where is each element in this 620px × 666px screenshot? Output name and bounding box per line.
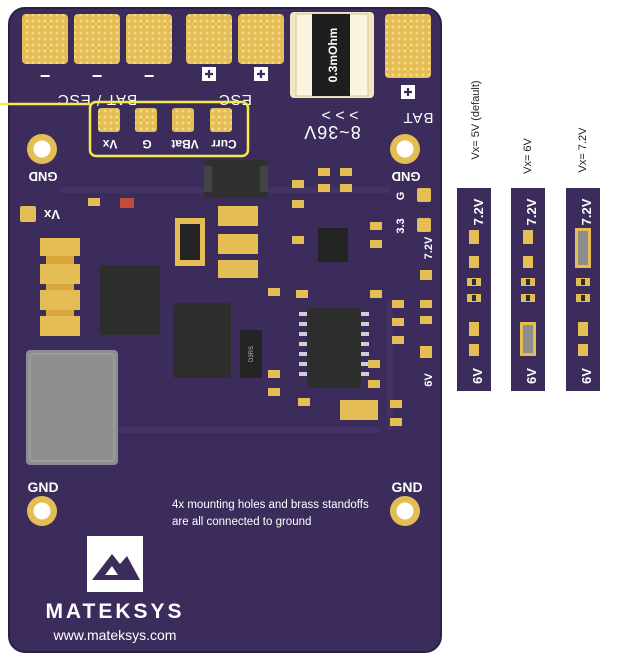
header-pad-curr bbox=[210, 108, 232, 132]
website: www.mateksys.com bbox=[53, 627, 177, 643]
header-pad-g bbox=[135, 108, 157, 132]
bat-esc-label: BAT / ESC bbox=[57, 91, 137, 108]
header-vx-label: Vx bbox=[102, 137, 117, 151]
mounting-note-line1: 4x mounting holes and brass standoffs bbox=[172, 499, 369, 511]
shunt-value: 0.3mOhm bbox=[326, 28, 340, 83]
jumper-panel-5v: Vx= 5V (default) 7.2V 6V bbox=[457, 80, 491, 391]
inductor-small bbox=[204, 160, 268, 198]
jumper-top-label: 7.2V bbox=[579, 198, 594, 225]
jumper-panel-72v: Vx= 7.2V 7.2V 6V bbox=[566, 127, 600, 391]
plus-icon bbox=[401, 85, 415, 99]
jumper-bottom-label: 6V bbox=[579, 368, 594, 384]
jumper-top-label: 7.2V bbox=[471, 198, 486, 225]
gnd-label: GND bbox=[391, 479, 422, 495]
pad-esc-plus-2 bbox=[238, 14, 284, 64]
g-right-label: G bbox=[395, 192, 407, 201]
header-vbat-label: VBat bbox=[171, 137, 198, 151]
jumper-caption: Vx= 7.2V bbox=[577, 127, 589, 173]
bat-label: BAT bbox=[402, 109, 433, 126]
brand-name: MATEKSYS bbox=[45, 600, 184, 623]
pad-bat-esc-minus-2 bbox=[74, 14, 120, 64]
direction-arrows: > > > bbox=[322, 106, 359, 123]
pad-bat-esc-minus-3 bbox=[126, 14, 172, 64]
capacitor bbox=[340, 400, 378, 420]
capacitor-pair bbox=[218, 206, 258, 278]
pad-esc-plus-1 bbox=[186, 14, 232, 64]
vx-side-label: Vx bbox=[43, 207, 60, 222]
power-inductor bbox=[26, 350, 118, 465]
jumper-caption: Vx= 5V (default) bbox=[470, 80, 482, 159]
v33-pad bbox=[417, 218, 431, 232]
diode bbox=[240, 330, 262, 378]
jumper-bottom-label: 6V bbox=[524, 368, 539, 384]
ic-pins bbox=[299, 312, 369, 376]
minus-sign: − bbox=[144, 66, 155, 86]
led bbox=[120, 198, 134, 208]
passive-components bbox=[88, 168, 404, 426]
minus-sign: − bbox=[40, 66, 51, 86]
pad-bat-plus bbox=[385, 14, 431, 78]
gnd-label: GND bbox=[29, 169, 58, 184]
mounting-hole bbox=[390, 134, 420, 164]
signal-header: Vx G VBat Curr bbox=[88, 100, 250, 158]
small-ic bbox=[318, 228, 348, 262]
mosfet-chip bbox=[100, 265, 160, 335]
esc-label: ESC bbox=[218, 91, 252, 108]
mounting-hole bbox=[27, 134, 57, 164]
pad-bat-esc-minus-1 bbox=[22, 14, 68, 64]
vx-solder-pad bbox=[20, 206, 36, 222]
plus-icon bbox=[254, 67, 268, 81]
mounting-hole bbox=[27, 496, 57, 526]
jumper-bottom-label: 6V bbox=[470, 368, 485, 384]
mountain-icon bbox=[92, 554, 140, 580]
v33-label: 3.3 bbox=[395, 218, 407, 233]
mateksys-logo bbox=[87, 536, 143, 592]
main-ic bbox=[307, 308, 361, 388]
mounting-note-line2: are all connected to ground bbox=[172, 516, 311, 528]
header-g-label: G bbox=[142, 137, 151, 151]
mosfet-chip bbox=[173, 303, 231, 378]
jumper-top-label: 7.2V bbox=[524, 198, 539, 225]
g-pad bbox=[417, 188, 431, 202]
board-72v-label: 7.2V bbox=[423, 236, 435, 259]
header-pad-vx bbox=[98, 108, 120, 132]
shunt-resistor: 0.3mOhm bbox=[290, 12, 374, 98]
jumper-panel-6v: Vx= 6V 7.2V 6V bbox=[511, 137, 545, 391]
minus-sign: − bbox=[92, 66, 103, 86]
header-pad-vbat bbox=[172, 108, 194, 132]
shunt-code: D3RS bbox=[249, 346, 255, 362]
board-6v-label: 6V bbox=[423, 373, 435, 387]
gnd-label: GND bbox=[27, 479, 58, 495]
gnd-label: GND bbox=[392, 169, 421, 184]
jumper-caption: Vx= 6V bbox=[522, 137, 534, 173]
capacitor-stack bbox=[40, 238, 80, 336]
board-jumper-pads bbox=[420, 270, 432, 358]
mounting-hole bbox=[390, 496, 420, 526]
plus-icon bbox=[202, 67, 216, 81]
header-highlight-box bbox=[88, 100, 250, 158]
header-curr-label: Curr bbox=[211, 137, 237, 151]
voltage-range-label: 8~36V bbox=[303, 122, 361, 142]
